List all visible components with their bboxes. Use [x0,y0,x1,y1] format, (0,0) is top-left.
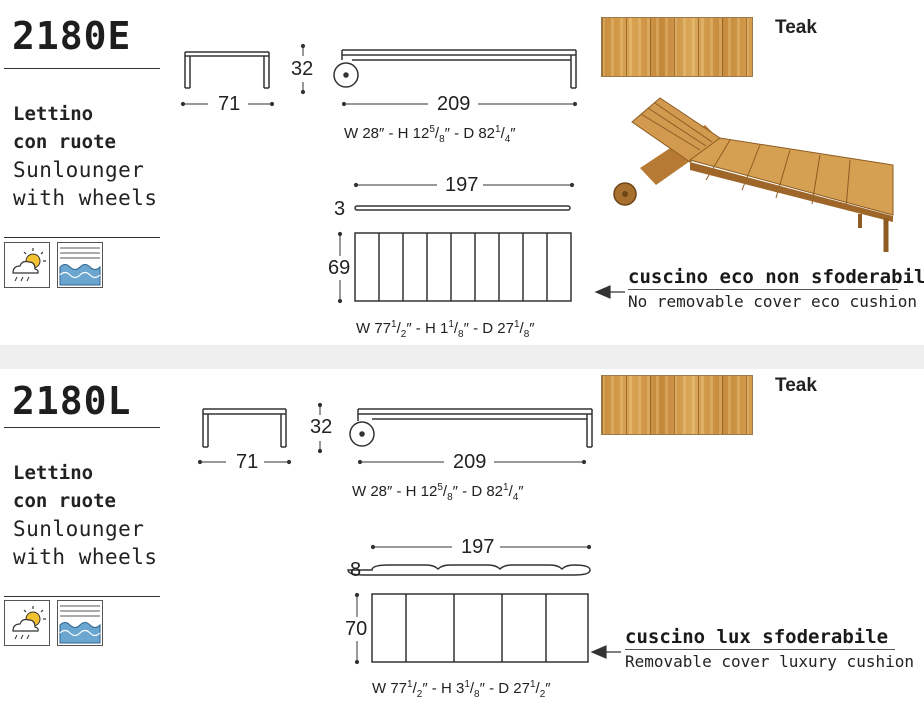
technical-drawing [197,402,621,665]
waves-icon [57,600,103,646]
waves-icon [57,242,103,288]
product-code: 2180E [12,14,132,58]
section-separator [0,345,924,369]
name-italian-line2: con ruote [13,131,116,153]
name-english-line1: Sunlounger [13,517,145,541]
cushion-label-divider [625,649,895,650]
dim-cushion-width: 70 [345,618,368,640]
name-english-line2: with wheels [13,545,158,569]
dim-width: 71 [236,451,259,473]
description-divider [4,596,160,597]
dim-cushion-length: 197 [445,174,479,196]
weather-icon [4,600,50,646]
material-label: Teak [775,17,817,38]
dim-width: 71 [218,93,241,115]
spec-inches: W 28″ - H 125/8″ - D 821/4″ [344,124,516,145]
teak-swatch [601,375,753,435]
cushion-label-english: No removable cover eco cushion [628,292,917,311]
product-sheet-2180l: 2180L Lettino con ruote Sunlounger with … [0,369,924,714]
name-italian-line2: con ruote [13,490,116,512]
material-label: Teak [775,375,817,396]
weather-icon [4,242,50,288]
name-italian-line1: Lettino [13,462,94,484]
spec-cushion-inches: W 771/2″ - H 31/8″ - D 271/2″ [372,679,551,700]
product-description: Lettino con ruote Sunlounger with wheels [13,459,158,571]
spec-cushion-inches: W 771/2″ - H 11/8″ - D 271/8″ [356,319,535,340]
name-italian-line1: Lettino [13,103,94,125]
product-code: 2180L [12,379,132,423]
cushion-label-english: Removable cover luxury cushion [625,652,914,671]
dim-depth: 209 [453,451,487,473]
cushion-label-italian: cuscino lux sfoderabile [625,626,889,648]
cushion-label-divider [628,289,898,290]
dim-height: 32 [310,416,333,438]
teak-swatch [601,17,753,77]
dim-height: 32 [291,58,314,80]
lounger-illustration [613,97,894,252]
spec-inches: W 28″ - H 125/8″ - D 821/4″ [352,482,524,503]
dim-cushion-thickness: 8 [350,559,362,581]
dim-cushion-length: 197 [461,536,495,558]
product-sheet-2180e: 2180E Lettino con ruote Sunlounger with … [0,0,924,345]
name-english-line2: with wheels [13,186,158,210]
product-description: Lettino con ruote Sunlounger with wheels [13,100,158,212]
title-divider [4,68,160,69]
dim-cushion-width: 69 [328,257,351,279]
dim-cushion-thickness: 3 [334,198,346,220]
description-divider [4,237,160,238]
title-divider [4,427,160,428]
technical-drawing [180,43,894,304]
name-english-line1: Sunlounger [13,158,145,182]
cushion-label-italian: cuscino eco non sfoderabile [628,266,924,288]
dim-depth: 209 [437,93,471,115]
